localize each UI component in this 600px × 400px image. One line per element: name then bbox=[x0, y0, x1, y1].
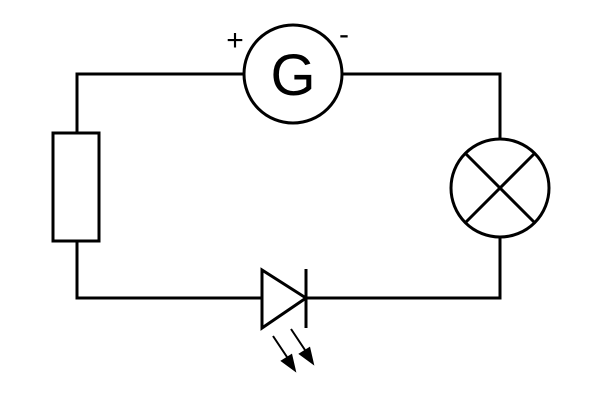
lamp-icon bbox=[449, 137, 551, 239]
led-icon bbox=[260, 267, 309, 331]
resistor-icon bbox=[51, 131, 101, 243]
led-emission-arrow-2-head bbox=[298, 346, 315, 366]
wires bbox=[75, 72, 502, 300]
led bbox=[260, 267, 315, 373]
negative-terminal-label: - bbox=[339, 18, 349, 51]
wire-top-right bbox=[342, 72, 502, 139]
wire-bottom-right bbox=[306, 237, 502, 300]
generator-icon bbox=[242, 23, 344, 125]
wire-top-left bbox=[75, 72, 244, 133]
wire-bottom-left bbox=[75, 241, 262, 300]
lamp bbox=[449, 137, 551, 239]
positive-terminal-label: + bbox=[226, 24, 244, 57]
led-emission-arrow-1-head bbox=[280, 353, 297, 373]
led-emission-arrow-1-shaft bbox=[272, 335, 290, 361]
resistor bbox=[51, 131, 101, 243]
generator: G + - bbox=[226, 18, 349, 125]
generator-symbol-label: G bbox=[270, 43, 315, 108]
lamp-cross-b bbox=[463, 151, 537, 225]
led-emission-arrow-2-shaft bbox=[290, 328, 308, 354]
